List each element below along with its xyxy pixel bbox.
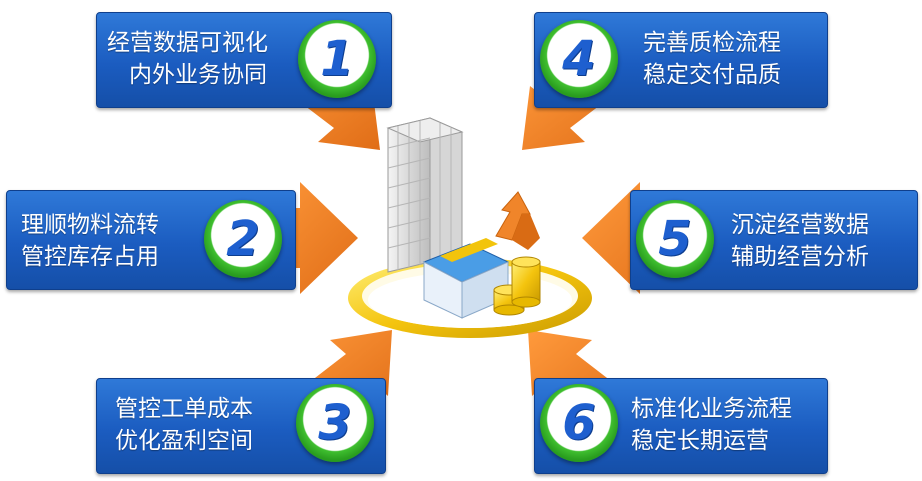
step-1-text: 经营数据可视化 内外业务协同 (107, 27, 268, 91)
step-2-line2: 管控库存占用 (21, 244, 159, 270)
step-1-line2: 内外业务协同 (129, 62, 267, 88)
step-badge-1: 1 (298, 20, 376, 98)
center-illustration (348, 117, 592, 338)
step-6-text: 标准化业务流程 稳定长期运营 (631, 393, 792, 457)
step-badge-5: 5 (636, 200, 714, 278)
step-3-text: 管控工单成本 优化盈利空间 (115, 393, 253, 457)
step-5-line2: 辅助经营分析 (731, 244, 869, 270)
step-5-number: 5 (658, 211, 692, 267)
step-6-line2: 稳定长期运营 (631, 428, 769, 454)
step-4-text: 完善质检流程 稳定交付品质 (643, 27, 781, 91)
cash-stack-icon (422, 238, 510, 319)
step-badge-4: 4 (540, 20, 618, 98)
step-badge-6: 6 (540, 384, 618, 462)
step-6-number: 6 (562, 395, 596, 451)
coins-icon (493, 256, 541, 316)
step-badge-2: 2 (204, 200, 282, 278)
step-2-text: 理顺物料流转 管控库存占用 (21, 209, 159, 273)
step-3-line1: 管控工单成本 (115, 396, 253, 422)
step-2-line1: 理顺物料流转 (21, 212, 159, 238)
step-3-number: 3 (318, 395, 352, 451)
step-badge-3: 3 (296, 384, 374, 462)
step-4-number: 4 (562, 31, 596, 87)
step-2-number: 2 (226, 211, 260, 267)
step-1-line1: 经营数据可视化 (107, 30, 268, 56)
step-5-line1: 沉淀经营数据 (731, 212, 869, 238)
step-4-line2: 稳定交付品质 (643, 62, 781, 88)
step-4-line1: 完善质检流程 (643, 30, 781, 56)
step-1-number: 1 (320, 31, 354, 87)
step-5-text: 沉淀经营数据 辅助经营分析 (731, 209, 869, 273)
step-6-line1: 标准化业务流程 (631, 396, 792, 422)
step-3-line2: 优化盈利空间 (115, 428, 253, 454)
